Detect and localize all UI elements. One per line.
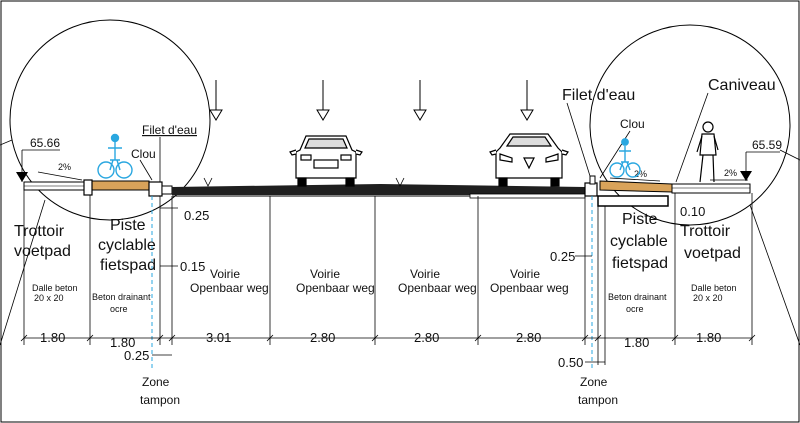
- dim-280-b: 2.80: [414, 330, 439, 345]
- dim-010: 0.10: [680, 204, 705, 219]
- elevation-left-label: 65.66: [30, 136, 60, 150]
- dalle-left-line2: 20 x 20: [34, 293, 64, 303]
- arrow-down-1: [209, 80, 223, 121]
- curb-left-2: [148, 181, 163, 197]
- slope-right-sidewalk: 2%: [724, 168, 737, 178]
- leader-left-bottom: [0, 199, 46, 346]
- gutter-left: [161, 185, 173, 195]
- curb-right-1: [584, 182, 598, 197]
- voetpad-right-title: voetpad: [684, 245, 741, 262]
- dim-280-a: 2.80: [310, 330, 335, 345]
- car-right-icon: [489, 133, 569, 187]
- trottoir-right-title: Trottoir: [680, 223, 731, 240]
- leader-right-bottom: [749, 204, 800, 346]
- dim-025-top: 0.25: [184, 208, 209, 223]
- voirie-3-line2: Openbaar weg: [398, 281, 477, 295]
- caniveau-label: Caniveau: [708, 77, 776, 94]
- leader-left-top: [0, 139, 13, 146]
- detail-circle-left: [9, 19, 211, 221]
- arrow-down-4: [520, 80, 534, 121]
- dim-025-right: 0.25: [550, 249, 575, 264]
- dim-180-c: 1.80: [624, 335, 649, 350]
- dim-301: 3.01: [206, 330, 231, 345]
- bike-path-right: [599, 180, 673, 193]
- cyclist-right-icon: [609, 138, 641, 178]
- voetpad-left-title: voetpad: [14, 243, 71, 260]
- cyclable-right-title: cyclable: [610, 233, 668, 250]
- bike-path-left: [91, 180, 150, 191]
- dalle-left-line1: Dalle beton: [32, 283, 78, 293]
- voirie-4-line1: Voirie: [510, 267, 540, 281]
- dim-050: 0.50: [558, 355, 583, 370]
- foundation-right: [597, 195, 669, 207]
- zone-right-line2: tampon: [578, 393, 618, 407]
- dim-180-b: 1.80: [110, 335, 135, 350]
- voirie-1-line2: Openbaar weg: [190, 281, 269, 295]
- piste-left-title: Piste: [110, 217, 146, 234]
- lane-marker: [203, 177, 213, 187]
- beton-right-line2: ocre: [626, 304, 644, 314]
- filet-eau-right-label: Filet d'eau: [562, 87, 635, 104]
- trottoir-left-title: Trottoir: [14, 223, 65, 240]
- elevation-right-label: 65.59: [752, 138, 782, 152]
- voirie-1-line1: Voirie: [210, 267, 240, 281]
- clou-right-label: Clou: [620, 117, 645, 131]
- slope-right-bike: 2%: [634, 169, 647, 179]
- cyclist-left-icon: [97, 133, 133, 179]
- voirie-2-line2: Openbaar weg: [296, 281, 375, 295]
- arrow-down-2: [316, 80, 330, 121]
- cyclable-left-title: cyclable: [98, 237, 156, 254]
- asphalt-roadway: [172, 184, 585, 195]
- voirie-2-line1: Voirie: [310, 267, 340, 281]
- fietspad-left-title: fietspad: [100, 257, 156, 274]
- dim-280-c: 2.80: [516, 330, 541, 345]
- voirie-3-line1: Voirie: [410, 267, 440, 281]
- curb-left-1: [83, 179, 93, 196]
- fietspad-right-title: fietspad: [612, 255, 668, 272]
- section-dividers: [23, 190, 753, 365]
- dalle-right-line1: Dalle beton: [691, 283, 737, 293]
- filet-eau-left-label: Filet d'eau: [142, 123, 197, 137]
- slope-left-sidewalk: 2%: [58, 162, 71, 172]
- dim-015: 0.15: [180, 259, 205, 274]
- lane-marker: [395, 177, 405, 187]
- dim-180-d: 1.80: [696, 330, 721, 345]
- dalle-right-line2: 20 x 20: [693, 293, 723, 303]
- sidewalk-right-slab: [671, 183, 751, 194]
- beton-right-line1: Beton drainant: [608, 292, 667, 302]
- car-left-icon: [289, 135, 363, 187]
- clou-left-label: Clou: [131, 147, 156, 161]
- dimension-line-bottom: [20, 334, 756, 363]
- dim-180-a: 1.80: [40, 330, 65, 345]
- dim-025-bottom: 0.25: [124, 348, 149, 363]
- zone-right-line1: Zone: [580, 375, 608, 389]
- beton-left-line2: ocre: [110, 304, 128, 314]
- zone-left-line1: Zone: [142, 375, 170, 389]
- zone-left-line2: tampon: [140, 393, 180, 407]
- detail-circle-right: [589, 24, 791, 226]
- leader-right-top: [779, 149, 800, 161]
- load-arrows: [209, 80, 534, 121]
- piste-right-title: Piste: [622, 211, 658, 228]
- arrow-down-3: [413, 80, 427, 121]
- voirie-4-line2: Openbaar weg: [490, 281, 569, 295]
- pedestrian-icon: [696, 121, 719, 183]
- beton-left-line1: Beton drainant: [92, 292, 151, 302]
